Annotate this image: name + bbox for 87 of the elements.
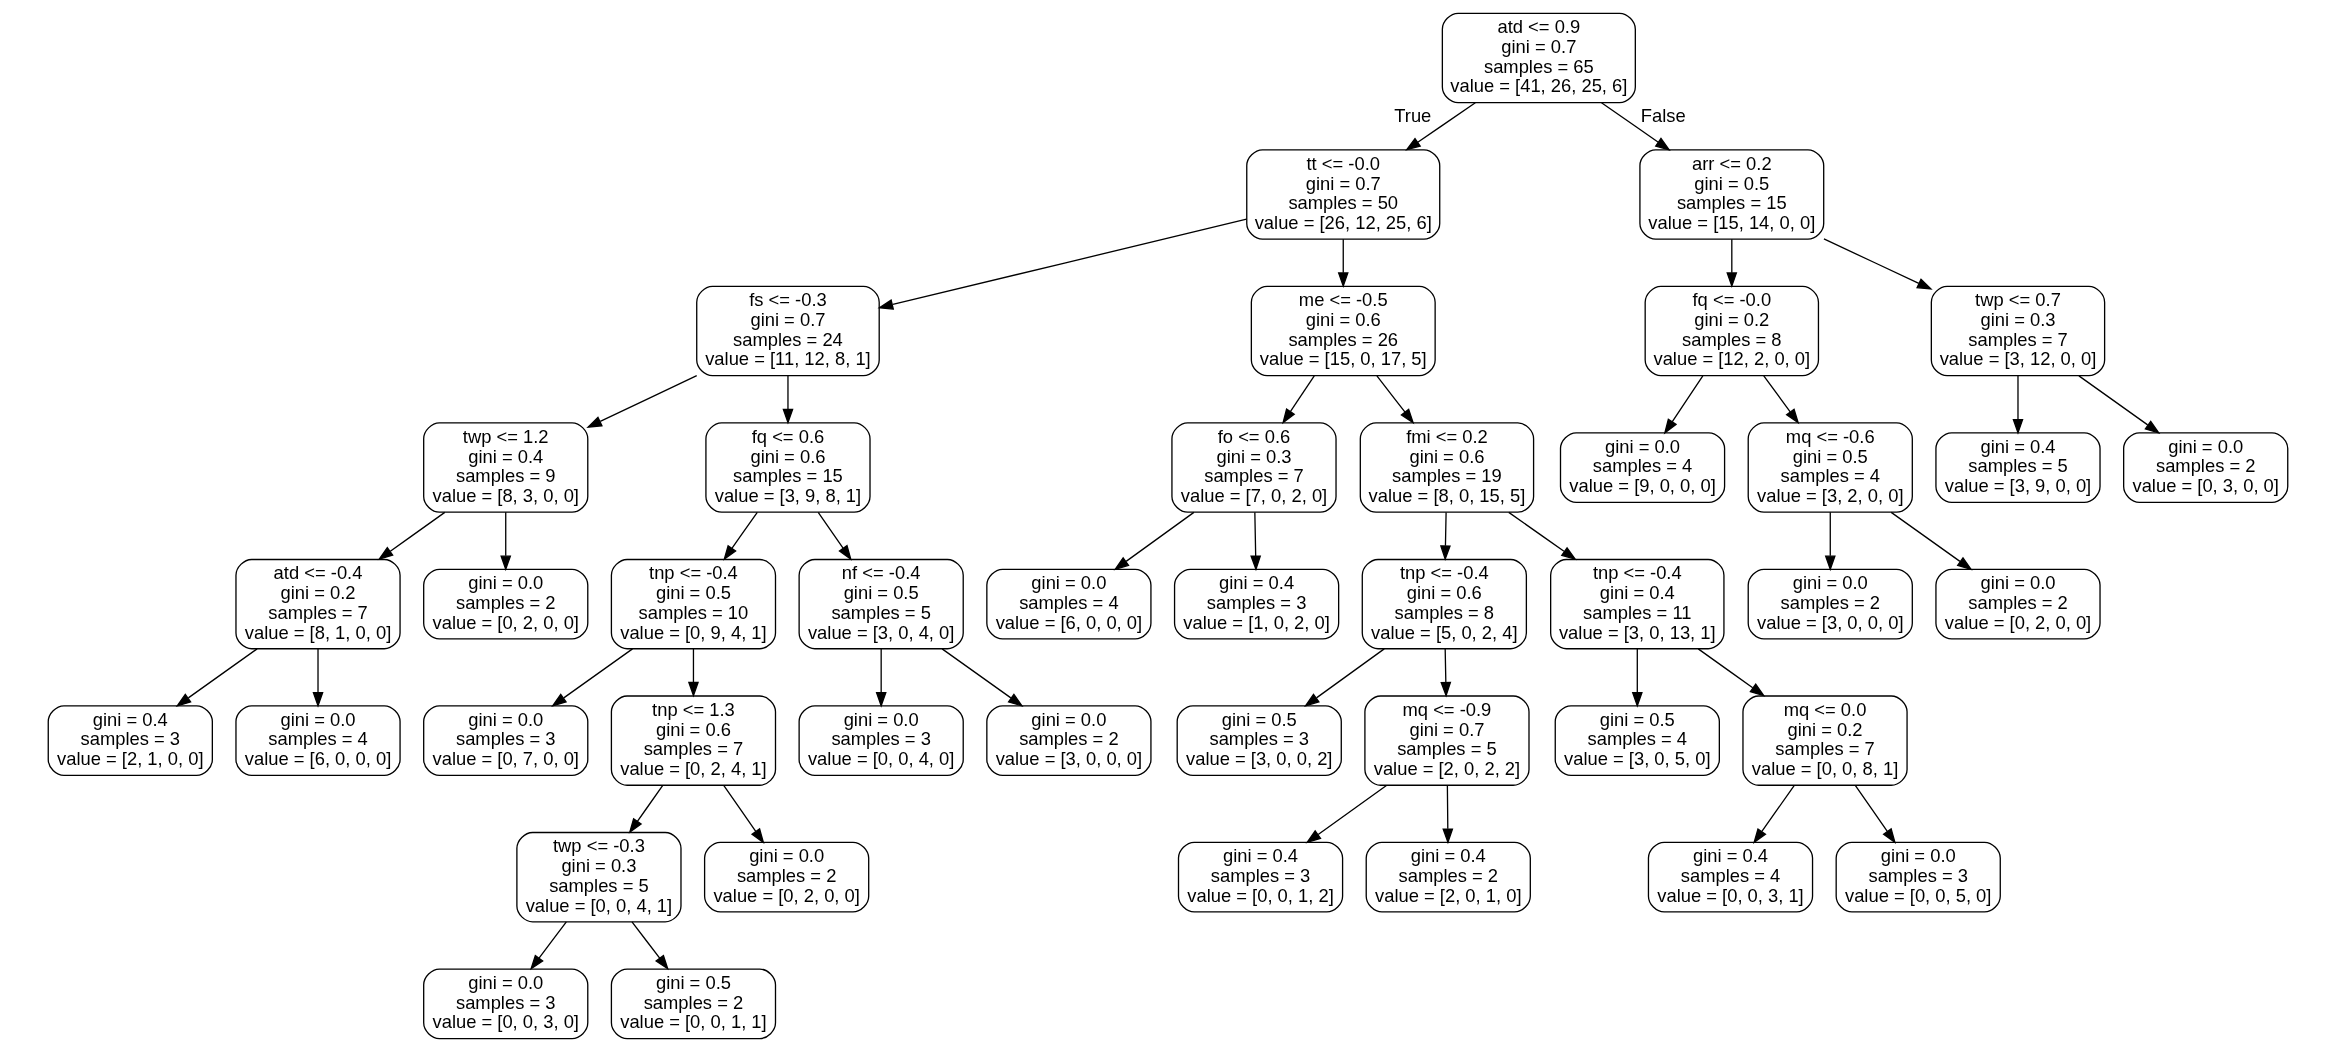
arrow <box>1824 511 1836 572</box>
node-box: arr <= 0.2 gini = 0.5 samples = 15 value = [15, 14, 0, 0] <box>1639 149 1825 240</box>
node-box: me <= -0.5 gini = 0.6 samples = 26 value = [15, 0, 17, 5] <box>1250 285 1436 377</box>
node-box: gini = 0.4 samples = 3 value = [0, 0, 1, 2] <box>1177 841 1344 913</box>
arrow <box>1337 238 1349 289</box>
arrow <box>1439 511 1451 562</box>
arrow <box>817 511 852 561</box>
node-box: gini = 0.0 samples = 3 value = [0, 0, 3, 0] <box>423 968 589 1040</box>
arrow <box>1697 648 1766 697</box>
node-box: gini = 0.4 samples = 2 value = [2, 0, 1, 0] <box>1365 841 1531 913</box>
arrow <box>723 784 765 844</box>
arrow <box>175 648 258 707</box>
node-box: nf <= -0.4 gini = 0.5 samples = 5 value = [3, 0, 4, 0] <box>798 558 964 650</box>
arrow <box>1305 784 1388 844</box>
node-box: fq <= 0.6 gini = 0.6 samples = 15 value = [3, 9, 8, 1] <box>705 422 871 513</box>
arrow <box>2078 375 2161 434</box>
arrow <box>782 375 794 425</box>
arrow <box>631 921 669 971</box>
node-box: gini = 0.0 samples = 2 value = [0, 3, 0, 0] <box>2123 432 2289 504</box>
arrow <box>1854 784 1897 844</box>
node-box: mq <= -0.6 gini = 0.5 samples = 4 value = [3, 2, 0, 0] <box>1747 422 1913 513</box>
node-box: gini = 0.4 samples = 3 value = [1, 0, 2, 0] <box>1173 568 1340 640</box>
arrow <box>1600 102 1671 151</box>
node-box: gini = 0.0 samples = 2 value = [3, 0, 0, 0] <box>986 705 1152 777</box>
arrow <box>1442 784 1454 845</box>
arrow <box>877 218 1248 310</box>
node-box: gini = 0.0 samples = 4 value = [6, 0, 0, 0] <box>986 568 1152 640</box>
arrow <box>1508 511 1577 561</box>
node-box: gini = 0.0 samples = 2 value = [3, 0, 0, 0] <box>1747 568 1913 640</box>
arrow <box>1663 375 1704 435</box>
arrow <box>687 648 699 698</box>
node-box: twp <= 1.2 gini = 0.4 samples = 9 value = [8, 3, 0, 0] <box>423 422 589 513</box>
node-box: gini = 0.0 samples = 3 value = [0, 7, 0, 0] <box>423 705 589 777</box>
node-box: gini = 0.4 samples = 3 value = [2, 1, 0, 0] <box>47 705 213 777</box>
arrow <box>1282 375 1315 425</box>
node-box: mq <= 0.0 gini = 0.2 samples = 7 value = [0, 0, 8, 1] <box>1742 695 1908 786</box>
node-box: gini = 0.5 samples = 3 value = [3, 0, 0, 2] <box>1176 705 1342 777</box>
node-box: tt <= -0.0 gini = 0.7 samples = 50 value = [26, 12, 25, 6] <box>1246 149 1441 240</box>
arrow <box>500 511 512 572</box>
node-box: gini = 0.0 samples = 4 value = [6, 0, 0, 0] <box>235 705 401 777</box>
node-box: gini = 0.0 samples = 3 value = [0, 0, 5, 0] <box>1835 841 2001 913</box>
node-box: gini = 0.5 samples = 4 value = [3, 0, 5, 0] <box>1554 705 1720 777</box>
edge-label: False <box>1640 105 1686 127</box>
node-box: twp <= 0.7 gini = 0.3 samples = 7 value = [3, 12, 0, 0] <box>1930 285 2106 377</box>
edge-label: True <box>1394 105 1432 127</box>
node-box: tnp <= 1.3 gini = 0.6 samples = 7 value = [0, 2, 4, 1] <box>610 695 777 786</box>
node-box: gini = 0.5 samples = 2 value = [0, 0, 1, 1] <box>610 968 777 1040</box>
node-box: tnp <= -0.4 gini = 0.5 samples = 10 value = [0, 9, 4, 1] <box>610 558 777 650</box>
arrow <box>1250 511 1262 572</box>
node-box: fs <= -0.3 gini = 0.7 samples = 24 value = [11, 12, 8, 1] <box>696 285 880 377</box>
arrow <box>1376 375 1415 425</box>
arrow <box>529 921 567 971</box>
node-box: twp <= -0.3 gini = 0.3 samples = 5 value = [0, 0, 4, 1] <box>516 831 682 923</box>
arrow <box>377 511 446 561</box>
arrow <box>628 784 664 834</box>
arrow <box>1823 238 1933 290</box>
arrow <box>2012 375 2024 435</box>
arrow <box>1405 102 1476 151</box>
arrow <box>1763 375 1800 425</box>
node-box: gini = 0.4 samples = 5 value = [3, 9, 0, 0] <box>1935 432 2101 504</box>
node-box: fo <= 0.6 gini = 0.3 samples = 7 value = [7, 0, 2, 0] <box>1171 422 1337 513</box>
arrow <box>875 648 887 708</box>
node-box: mq <= -0.9 gini = 0.7 samples = 5 value = [2, 0, 2, 2] <box>1364 695 1530 786</box>
arrow <box>551 648 634 707</box>
node-box: gini = 0.4 samples = 4 value = [0, 0, 3, 1] <box>1647 841 1814 913</box>
arrow <box>1631 648 1643 708</box>
arrow <box>1303 648 1385 707</box>
node-box: gini = 0.0 samples = 4 value = [9, 0, 0, 0] <box>1559 432 1726 504</box>
node-box: atd <= 0.9 gini = 0.7 samples = 65 value = [41, 26, 25, 6] <box>1441 12 1636 104</box>
arrow <box>312 648 324 708</box>
node-box: fmi <= 0.2 gini = 0.6 samples = 19 value = [8, 0, 15, 5] <box>1359 422 1535 513</box>
node-box: gini = 0.0 samples = 2 value = [0, 2, 0, 0] <box>1935 568 2101 640</box>
node-box: gini = 0.0 samples = 2 value = [0, 2, 0, 0] <box>703 841 870 913</box>
arrow <box>941 648 1024 707</box>
arrow <box>1753 784 1795 844</box>
node-box: gini = 0.0 samples = 2 value = [0, 2, 0, 0] <box>423 568 589 640</box>
node-box: tnp <= -0.4 gini = 0.6 samples = 8 value = [5, 0, 2, 4] <box>1361 558 1528 650</box>
node-box: gini = 0.0 samples = 3 value = [0, 0, 4, 0] <box>798 705 964 777</box>
arrow <box>1726 238 1738 289</box>
node-box: fq <= -0.0 gini = 0.2 samples = 8 value = [12, 2, 0, 0] <box>1644 285 1820 377</box>
arrow <box>1890 511 1973 571</box>
arrow <box>586 375 698 429</box>
arrow <box>723 511 758 561</box>
arrow <box>1440 648 1452 698</box>
node-box: tnp <= -0.4 gini = 0.4 samples = 11 value = [3, 0, 13, 1] <box>1550 558 1725 650</box>
node-box: atd <= -0.4 gini = 0.2 samples = 7 value = [8, 1, 0, 0] <box>235 558 401 650</box>
arrow <box>1113 511 1195 571</box>
